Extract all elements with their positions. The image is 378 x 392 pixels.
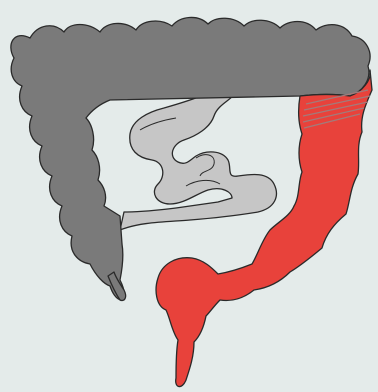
intestine-diagram (0, 0, 378, 392)
intestine-svg (0, 0, 378, 392)
